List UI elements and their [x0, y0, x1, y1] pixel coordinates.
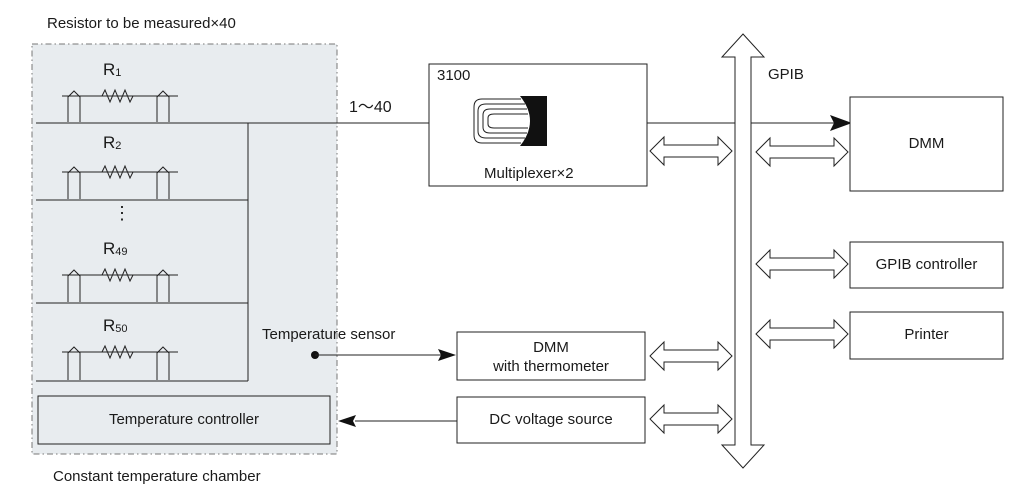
channel-label: 1〜40 — [349, 99, 392, 116]
dmm-thermometer-line1: DMM — [533, 339, 569, 356]
scanner-model-label: 3100 — [437, 67, 471, 84]
gpib-controller-label: GPIB controller — [875, 256, 978, 273]
temperature-controller-label: Temperature controller — [108, 411, 260, 428]
chamber-caption: Constant temperature chamber — [53, 468, 261, 485]
resistor-r49 — [36, 267, 248, 304]
printer-box — [849, 311, 1004, 360]
temperature-controller-box — [37, 395, 331, 445]
chamber-box — [31, 43, 338, 455]
gpib-controller-bus-arrow — [755, 248, 849, 280]
dmm-bus-arrow — [755, 136, 849, 168]
resistor-label-r50: R50 — [103, 316, 128, 336]
signal-arrowhead — [830, 115, 852, 131]
dmm-thermo-bus-arrow — [649, 340, 733, 372]
dmm-thermometer-label: DMM with thermometer — [457, 338, 645, 376]
dmm-box — [849, 96, 1004, 192]
control-arrowhead — [338, 415, 356, 427]
dmm-thermometer-box — [456, 331, 646, 381]
resistor-r2 — [36, 164, 248, 201]
temperature-sensor-label: Temperature sensor — [262, 326, 396, 343]
printer-bus-arrow — [755, 318, 849, 350]
gpib-bus — [720, 33, 766, 469]
dc-source-bus-arrow — [649, 403, 733, 435]
dmm-label: DMM — [908, 135, 945, 152]
resistor-label-r1: R1 — [103, 60, 122, 80]
dc-source-box — [456, 396, 646, 444]
gpib-bus-label: GPIB — [768, 66, 804, 83]
sensor-arrowhead — [438, 349, 456, 361]
dmm-thermometer-line2: with thermometer — [493, 358, 609, 375]
ellipsis: ⋮ — [113, 203, 131, 223]
resistor-label-r2: R2 — [103, 133, 122, 153]
bus-connectors — [649, 135, 849, 435]
resistor-r50 — [36, 344, 248, 382]
gpib-controller-box — [849, 241, 1004, 289]
multiplexer-icon — [473, 96, 547, 146]
scanner-bus-arrow — [649, 135, 733, 167]
printer-label: Printer — [904, 326, 949, 343]
multiplexer-label: Multiplexer×2 — [484, 165, 574, 182]
resistor-r1 — [36, 88, 248, 124]
resistor-title: Resistor to be measured×40 — [47, 15, 236, 32]
resistor-label-r49: R49 — [103, 239, 128, 259]
dc-source-label: DC voltage source — [489, 411, 613, 428]
